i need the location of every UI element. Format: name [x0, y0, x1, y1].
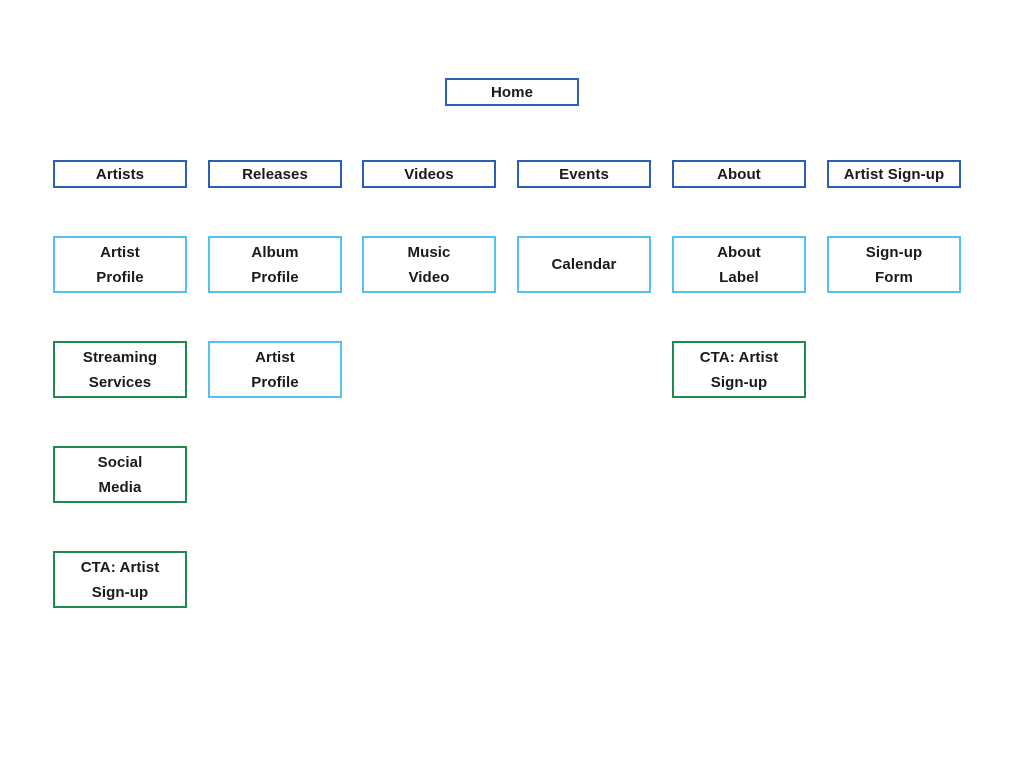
node-artist-sign-up: Artist Sign-up — [827, 160, 961, 188]
node-label: Videos — [404, 165, 454, 183]
node-artist-profile: Artist Profile — [53, 236, 187, 293]
node-label: Artist Profile — [96, 243, 144, 286]
node-label: Calendar — [551, 256, 617, 273]
node-label: Artist Profile — [251, 348, 299, 391]
node-label: Artists — [95, 165, 145, 183]
node-label: CTA: Artist Sign-up — [80, 558, 160, 601]
node-label: Home — [490, 83, 534, 101]
node-home: Home — [445, 78, 579, 106]
node-calendar: Calendar — [517, 236, 651, 293]
node-about: About — [672, 160, 806, 188]
node-sign-up-form: Sign-up Form — [827, 236, 961, 293]
node-videos: Videos — [362, 160, 496, 188]
node-label: CTA: Artist Sign-up — [699, 348, 779, 391]
node-label: Social Media — [97, 453, 143, 496]
node-artists: Artists — [53, 160, 187, 188]
node-label: About — [717, 165, 761, 183]
node-label: Sign-up Form — [865, 243, 923, 286]
node-label: Album Profile — [251, 243, 299, 286]
node-label: Events — [559, 165, 609, 183]
node-label: Music Video — [407, 243, 451, 286]
node-cta-artist-sign-up-artists: CTA: Artist Sign-up — [53, 551, 187, 608]
node-label: Releases — [242, 165, 308, 183]
node-album-profile: Album Profile — [208, 236, 342, 293]
node-about-label: About Label — [672, 236, 806, 293]
node-label: Streaming Services — [82, 348, 158, 391]
node-label: About Label — [717, 243, 761, 286]
node-music-video: Music Video — [362, 236, 496, 293]
node-artist-profile-2: Artist Profile — [208, 341, 342, 398]
node-label: Artist Sign-up — [843, 165, 945, 183]
node-cta-artist-sign-up-about: CTA: Artist Sign-up — [672, 341, 806, 398]
node-social-media: Social Media — [53, 446, 187, 503]
node-events: Events — [517, 160, 651, 188]
node-releases: Releases — [208, 160, 342, 188]
node-streaming-services: Streaming Services — [53, 341, 187, 398]
